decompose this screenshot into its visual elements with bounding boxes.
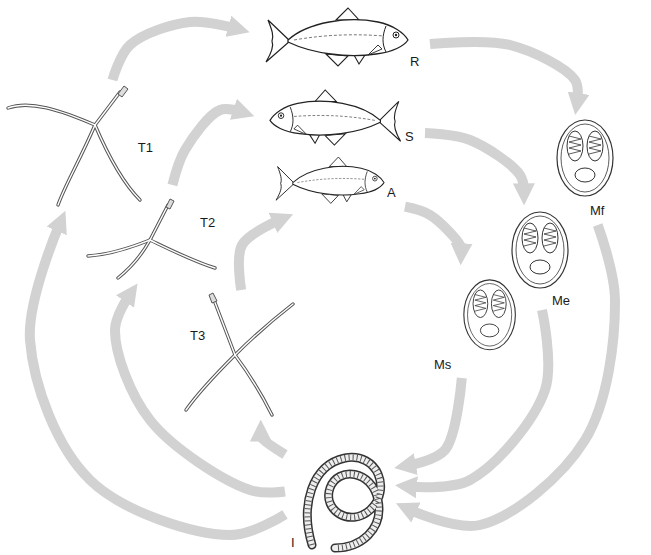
triactinomyxon-t2 [88, 199, 215, 278]
cycle-arrow [408, 378, 462, 466]
organism-stage: S [255, 85, 425, 155]
stage-label: Ms [434, 357, 451, 372]
fish-a [276, 157, 384, 203]
fish-s [270, 90, 401, 145]
triactinomyxon-t3 [186, 293, 293, 415]
stage-label: S [405, 129, 414, 144]
fish-r [266, 8, 408, 66]
cycle-arrow [172, 109, 241, 185]
organism-stage: Mf [545, 115, 625, 225]
stage-label: A [387, 185, 396, 200]
organism-stage: Ms [430, 265, 520, 378]
stage-label: T1 [138, 140, 153, 155]
myxospore-ms [464, 280, 516, 350]
organism-stage: T3 [180, 290, 300, 420]
cycle-arrow [405, 207, 461, 252]
organism-stage: T1 [5, 80, 155, 210]
stage-label: Me [552, 293, 570, 308]
organism-stage: A [265, 155, 405, 212]
cycle-arrow [261, 434, 285, 455]
stage-label: R [410, 54, 419, 69]
stage-label: T3 [190, 328, 205, 343]
organism-stage: R [250, 2, 430, 84]
cycle-arrow [430, 42, 578, 101]
organism-stage: T2 [85, 185, 225, 282]
cycle-arrow [113, 22, 237, 80]
myxospore-mf [557, 120, 613, 196]
cycle-arrow [409, 225, 615, 526]
myxospore-me [512, 212, 568, 288]
stage-label: Mf [590, 203, 604, 218]
stage-label: I [291, 535, 295, 550]
cycle-arrow [30, 224, 285, 535]
cycle-arrow [425, 133, 524, 191]
triactinomyxon-t1 [8, 86, 140, 205]
stage-label: T2 [200, 215, 215, 230]
organism-stage: Me [500, 205, 580, 310]
cycle-arrow [239, 220, 280, 290]
oligochaete-worm [307, 457, 380, 548]
organism-stage: I [285, 435, 395, 553]
